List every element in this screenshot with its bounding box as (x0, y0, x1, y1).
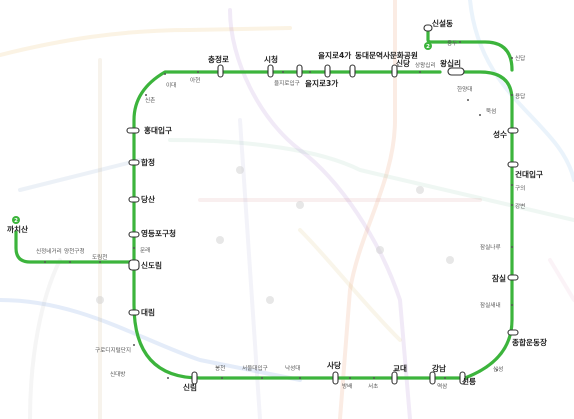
station-sinseoldong[interactable] (423, 24, 433, 32)
label-guui: 구의 (515, 185, 525, 192)
station-seolleung[interactable] (459, 371, 466, 385)
label-seongsu: 성수 (493, 129, 507, 139)
station-konkuk[interactable] (507, 161, 519, 168)
label-yeoksam: 역삼 (437, 382, 447, 390)
line-2-sinseol-branch (426, 28, 514, 72)
label-yeongdeungpo: 영등포구청 (141, 228, 176, 238)
label-bongcheon: 봉천 (215, 364, 225, 372)
label-hapjeong: 합정 (141, 157, 155, 167)
major-stations (126, 24, 519, 385)
station-seongsu[interactable] (507, 127, 519, 134)
line-2-kkachisan-branch (14, 230, 136, 264)
label-dangsan: 당산 (141, 194, 155, 204)
label-sindap: 신답 (515, 54, 525, 62)
label-yangcheon: 양천구청 (64, 247, 85, 255)
label-gangbyeon: 강변 (515, 202, 525, 210)
label-ttukseom: 뚝섬 (486, 107, 496, 115)
label-jamsil-naru: 잠실나루 (480, 243, 501, 251)
label-euljiro4: 을지로4가 (318, 50, 351, 60)
label-sindorim: 신도림 (141, 260, 162, 270)
label-euljiro3: 을지로3가 (305, 78, 338, 88)
terminal-badges: 2 2 (12, 42, 432, 224)
label-konkuk: 건대입구 (515, 169, 543, 179)
line-badge-icon (424, 42, 432, 50)
station-yeongdeungpo[interactable] (128, 231, 140, 238)
label-wangsimni: 왕십리 (440, 58, 461, 68)
label-samseong: 삼성 (493, 365, 503, 373)
label-seolleung: 선릉 (462, 376, 476, 386)
label-hongik: 홍대입구 (144, 125, 172, 135)
station-hapjeong[interactable] (128, 159, 140, 166)
label-hanyang: 한양대 (457, 85, 472, 93)
label-sillim: 신림 (183, 382, 197, 392)
label-sadang: 사당 (327, 360, 341, 370)
label-gyodae: 교대 (393, 363, 407, 373)
label-yongdap: 용답 (515, 93, 525, 100)
line-badge-number: 2 (426, 44, 430, 50)
station-gangnam[interactable] (429, 371, 436, 385)
label-nakseongdae: 낙성대 (285, 364, 300, 372)
label-sinchon: 신촌 (145, 96, 155, 104)
station-sillim[interactable] (191, 371, 198, 385)
label-chungjeongno: 충정로 (208, 54, 229, 64)
label-euljiro1: 을지로입구 (274, 79, 300, 87)
label-sinjeongne: 신정네거리 (36, 247, 62, 255)
line-badge-icon (12, 216, 20, 224)
station-jamsil[interactable] (507, 274, 519, 281)
station-sadang[interactable] (332, 371, 339, 385)
label-ahyeon: 아현 (190, 76, 200, 84)
minor-stations (44, 41, 513, 379)
label-sinseoldong: 신설동 (432, 18, 453, 28)
station-cityhall[interactable] (267, 64, 274, 78)
station-sindang[interactable] (391, 64, 398, 78)
label-seocho: 서초 (368, 382, 378, 390)
label-daerim: 대림 (141, 307, 155, 317)
label-bangbae: 방배 (342, 382, 352, 390)
label-cityhall: 시청 (264, 54, 278, 64)
label-snu: 서울대입구 (242, 364, 268, 372)
label-yongdu: 용두 (447, 40, 457, 47)
label-jamsil-saenae: 잠실새내 (480, 301, 501, 309)
label-sangwangsimni: 상왕십리 (415, 61, 436, 69)
station-sindorim[interactable] (128, 259, 140, 271)
label-ewha: 이대 (166, 81, 176, 89)
station-sports-complex[interactable] (507, 329, 519, 336)
label-mullae: 문래 (140, 246, 150, 254)
station-wangsimni[interactable] (447, 67, 465, 76)
station-hongik[interactable] (126, 127, 140, 134)
station-dangsan[interactable] (128, 196, 140, 203)
line-2-loop (132, 70, 514, 380)
label-sindang: 신당 (396, 58, 410, 68)
label-guro-digital: 구로디지털단지 (95, 346, 131, 354)
label-ddp: 동대문역사문화공원 (355, 50, 418, 60)
label-gangnam: 강남 (432, 363, 446, 373)
label-sindaebang: 신대방 (110, 370, 125, 378)
station-chungjeongno[interactable] (217, 64, 224, 78)
station-ddp[interactable] (349, 64, 356, 78)
label-dorimcheon: 도림천 (92, 253, 107, 261)
station-daerim[interactable] (128, 309, 140, 316)
station-euljiro4[interactable] (324, 64, 331, 78)
station-gyodae[interactable] (391, 371, 398, 385)
label-sports-complex: 종합운동장 (512, 337, 547, 347)
line-badge-number: 2 (14, 218, 18, 224)
label-kkachisan: 까치산 (7, 224, 28, 234)
station-euljiro1[interactable] (296, 64, 303, 78)
label-jamsil: 잠실 (492, 273, 506, 283)
station-labels: 신설동 까치산 충정로 아현 이대 신촌 홍대입구 합정 당산 영등포구청 문래… (7, 18, 547, 392)
